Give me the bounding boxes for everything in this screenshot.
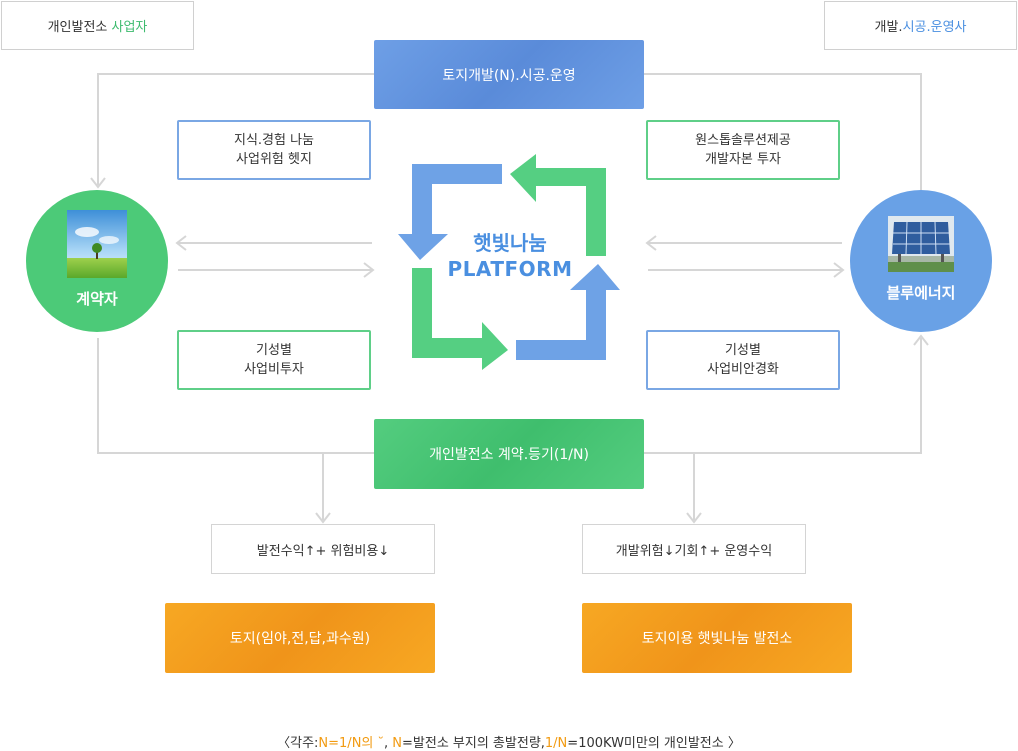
corner-box-left: 개인발전소 사업자 bbox=[1, 1, 194, 50]
footnote-n1: N=1/N의 ˘ bbox=[318, 736, 385, 751]
contractor-label: 계약자 bbox=[76, 289, 118, 308]
footnote-n3: 1/N bbox=[544, 736, 568, 751]
note-bottom-left-line1: 기성별 bbox=[256, 343, 292, 358]
solar-panel-icon bbox=[888, 215, 954, 272]
corner-right-prefix: 개발. bbox=[874, 20, 903, 35]
note-top-right-line1: 원스톱솔루션제공 bbox=[695, 133, 791, 148]
corner-left-prefix: 개인발전소 bbox=[47, 20, 112, 35]
platform-title: 햇빛나눔 PLATFORM bbox=[430, 230, 590, 282]
outcome-right-label: 개발위험↓기회↑+ 운영수익 bbox=[615, 543, 773, 559]
outcome-left-label: 발전수익↑+ 위험비용↓ bbox=[256, 543, 390, 559]
footnote-mid1: , bbox=[384, 736, 393, 751]
result-right-label: 토지이용 햇빛나눔 발전소 bbox=[641, 631, 793, 647]
note-top-left-line2: 사업위험 헷지 bbox=[236, 152, 312, 167]
corner-right-highlight: 시공.운영사 bbox=[902, 20, 967, 35]
arrow-bottom-right bbox=[516, 264, 620, 360]
footnote-end: =100KW미만의 개인발전소 〉 bbox=[567, 736, 741, 751]
outcome-left: 발전수익↑+ 위험비용↓ bbox=[211, 524, 435, 574]
footnote-mid2: =발전소 부지의 총발전량, bbox=[402, 736, 545, 751]
arrow-top-right bbox=[510, 154, 606, 256]
arrow-bottom-left bbox=[412, 268, 508, 370]
footnote-open: 〈각주: bbox=[277, 736, 319, 751]
landscape-icon bbox=[67, 209, 127, 278]
result-right: 토지이용 햇빛나눔 발전소 bbox=[582, 603, 852, 673]
note-bottom-right-line2: 사업비안경화 bbox=[707, 362, 779, 377]
note-top-right-line2: 개발자본 투자 bbox=[705, 152, 781, 167]
corner-box-right: 개발.시공.운영사 bbox=[824, 1, 1017, 50]
outcome-right: 개발위험↓기회↑+ 운영수익 bbox=[582, 524, 806, 574]
footnote: 〈각주:N=1/N의 ˘, N=발전소 부지의 총발전량,1/N=100KW미만… bbox=[0, 732, 1018, 751]
note-bottom-right-line1: 기성별 bbox=[725, 343, 761, 358]
arrow-top-left bbox=[398, 164, 502, 260]
note-top-right: 원스톱솔루션제공 개발자본 투자 bbox=[646, 120, 840, 180]
result-left-label: 토지(임야,전,답,과수원) bbox=[229, 631, 371, 647]
note-top-left: 지식.경험 나눔 사업위험 헷지 bbox=[177, 120, 371, 180]
bottom-banner-label: 개인발전소 계약.등기(1/N) bbox=[429, 447, 589, 463]
note-bottom-left-line2: 사업비투자 bbox=[244, 362, 304, 377]
blue-energy-circle: 블루에너지 bbox=[850, 190, 992, 332]
footnote-n2: N bbox=[392, 736, 403, 751]
blue-energy-label: 블루에너지 bbox=[886, 283, 956, 302]
platform-line1: 햇빛나눔 bbox=[473, 231, 547, 255]
note-bottom-left: 기성별 사업비투자 bbox=[177, 330, 371, 390]
platform-cycle-arrows bbox=[398, 154, 620, 370]
contractor-circle: 계약자 bbox=[26, 190, 168, 332]
top-banner-label: 토지개발(N).시공.운영 bbox=[442, 67, 576, 84]
note-bottom-right: 기성별 사업비안경화 bbox=[646, 330, 840, 390]
platform-line2: PLATFORM bbox=[447, 257, 573, 281]
corner-left-highlight: 사업자 bbox=[111, 20, 148, 35]
bottom-banner: 개인발전소 계약.등기(1/N) bbox=[374, 419, 644, 489]
result-left: 토지(임야,전,답,과수원) bbox=[165, 603, 435, 673]
top-banner: 토지개발(N).시공.운영 bbox=[374, 40, 644, 109]
note-top-left-line1: 지식.경험 나눔 bbox=[233, 133, 315, 148]
